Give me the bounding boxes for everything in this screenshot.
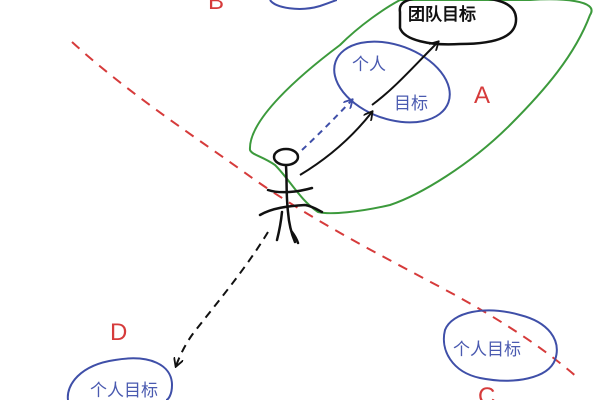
- region-a-outline: [248, 0, 593, 215]
- person-leg-left: [275, 210, 284, 242]
- personal-goal-d-outline: [66, 357, 174, 400]
- letter-a: A: [474, 82, 490, 109]
- personal-goal-c-outline: [442, 309, 558, 382]
- personal-goal-d-label: 个人目标: [90, 381, 158, 400]
- person-body: [284, 164, 297, 244]
- arrow-to-personal-goal-a: [301, 100, 352, 151]
- goal-b-outline: [269, 0, 338, 10]
- red-divider-line: [71, 41, 579, 379]
- team-goal-label: 团队目标: [408, 4, 476, 24]
- person-legs: [258, 203, 324, 217]
- letter-b: B: [208, 0, 224, 15]
- arrow-to-personal-goal-d: [176, 231, 269, 366]
- person-arms: [266, 186, 314, 194]
- person-head: [272, 147, 300, 167]
- letter-c: C: [478, 383, 495, 400]
- personal-goal-a-label-bottom: 目标: [394, 94, 428, 113]
- person-foot: [290, 230, 300, 245]
- personal-goal-a-label-top: 个人: [352, 55, 386, 74]
- personal-goal-c-label: 个人目标: [453, 340, 521, 359]
- personal-goal-a-outline: [333, 40, 451, 124]
- arrow-to-team-goal: [371, 42, 438, 106]
- letter-d: D: [110, 319, 127, 346]
- arrow-person-to-goal-a: [299, 112, 372, 176]
- person-figure: [258, 147, 324, 245]
